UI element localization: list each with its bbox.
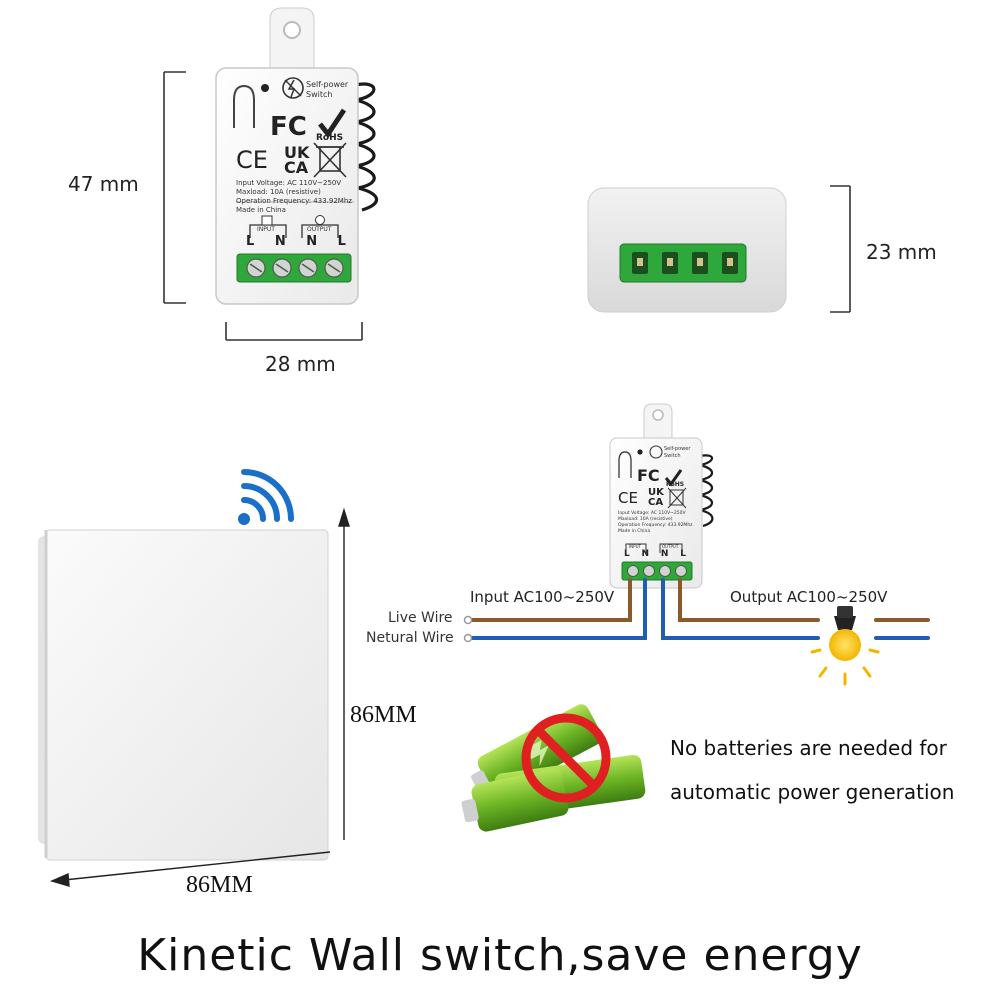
battery-claim-line2: automatic power generation — [670, 780, 955, 804]
terminal-letters: L N N L — [246, 234, 346, 249]
input-terminal-label: INPUT — [257, 226, 275, 233]
output-terminal-label-small: OUTPUT — [662, 544, 679, 549]
input-terminal-label-small: INPUT — [629, 544, 641, 549]
terminal-small-2: N — [641, 549, 650, 559]
spec-maxload: Maxload: 10A (resistive) — [236, 188, 321, 196]
checkmark-icon — [318, 108, 347, 139]
terminal-small-4: L — [680, 549, 686, 559]
live-wire-label: Live Wire — [388, 610, 453, 626]
module-self-power-label: Self-power Switch — [306, 80, 349, 99]
module-specs: Input Voltage: AC 110V~250V Maxload: 10A… — [236, 179, 352, 215]
spec-frequency: Operation Frequency: 433.92Mhz — [236, 197, 352, 205]
fc-mark-small: FC — [637, 466, 660, 485]
switch-height-label: 86MM — [350, 702, 417, 728]
lightning-icon — [282, 77, 304, 99]
neutral-wire-label: Netural Wire — [366, 630, 454, 646]
height-dimension-line — [163, 71, 186, 304]
module-front-large — [163, 7, 379, 341]
tagline: Kinetic Wall switch,save energy — [137, 930, 863, 981]
depth-dimension-line — [830, 185, 851, 313]
fc-mark: FC — [270, 112, 307, 142]
terminal-2: N — [274, 234, 286, 249]
spec-voltage: Input Voltage: AC 110V~250V — [236, 179, 342, 187]
no-battery-icon — [461, 704, 646, 832]
height-dimension-label: 47 mm — [68, 172, 139, 196]
depth-dimension-label: 23 mm — [866, 240, 937, 264]
rohs-mark: RoHS — [316, 133, 344, 143]
spec-origin: Made in China — [236, 206, 286, 214]
spec-voltage-small: Input Voltage: AC 110V~250V — [618, 511, 686, 516]
ukca-mark: UK CA — [284, 143, 310, 177]
output-terminal-label: OUTPUT — [307, 226, 332, 233]
module-small-specs: Input Voltage: AC 110V~250V Maxload: 10A… — [618, 511, 693, 535]
terminal-small-1: L — [624, 549, 630, 559]
wiring-diagram — [463, 403, 930, 686]
light-bulb-icon — [810, 606, 880, 686]
input-voltage-label: Input AC100~250V — [470, 588, 615, 606]
ce-mark: CE — [236, 146, 268, 174]
module-side-view — [587, 185, 851, 313]
spec-origin-small: Made in China — [618, 529, 651, 534]
terminal-small-3: N — [660, 549, 669, 559]
ce-mark-small: CE — [618, 489, 638, 507]
width-dimension-label: 28 mm — [265, 352, 336, 376]
battery-claim-line1: No batteries are needed for — [670, 736, 947, 760]
ukca-mark-small: UK CA — [648, 487, 664, 508]
spec-frequency-small: Operation Frequency: 433.92Mhz — [618, 523, 693, 528]
output-voltage-label: Output AC100~250V — [730, 588, 888, 606]
terminal-3: N — [306, 234, 318, 249]
rohs-mark-small: RoHS — [666, 481, 685, 488]
spec-maxload-small: Maxload: 10A (resistive) — [618, 517, 673, 522]
terminal-4: L — [337, 234, 346, 249]
kinetic-wall-switch — [38, 469, 350, 887]
wifi-icon — [238, 469, 294, 525]
terminal-1: L — [246, 234, 255, 249]
width-dimension-line — [225, 322, 363, 341]
switch-width-label: 86MM — [186, 872, 253, 898]
terminal-letters-small: L N N L — [624, 549, 686, 559]
recycle-bin-icon — [313, 142, 347, 178]
module-small-self-power-label: Self-power Switch — [664, 446, 691, 459]
